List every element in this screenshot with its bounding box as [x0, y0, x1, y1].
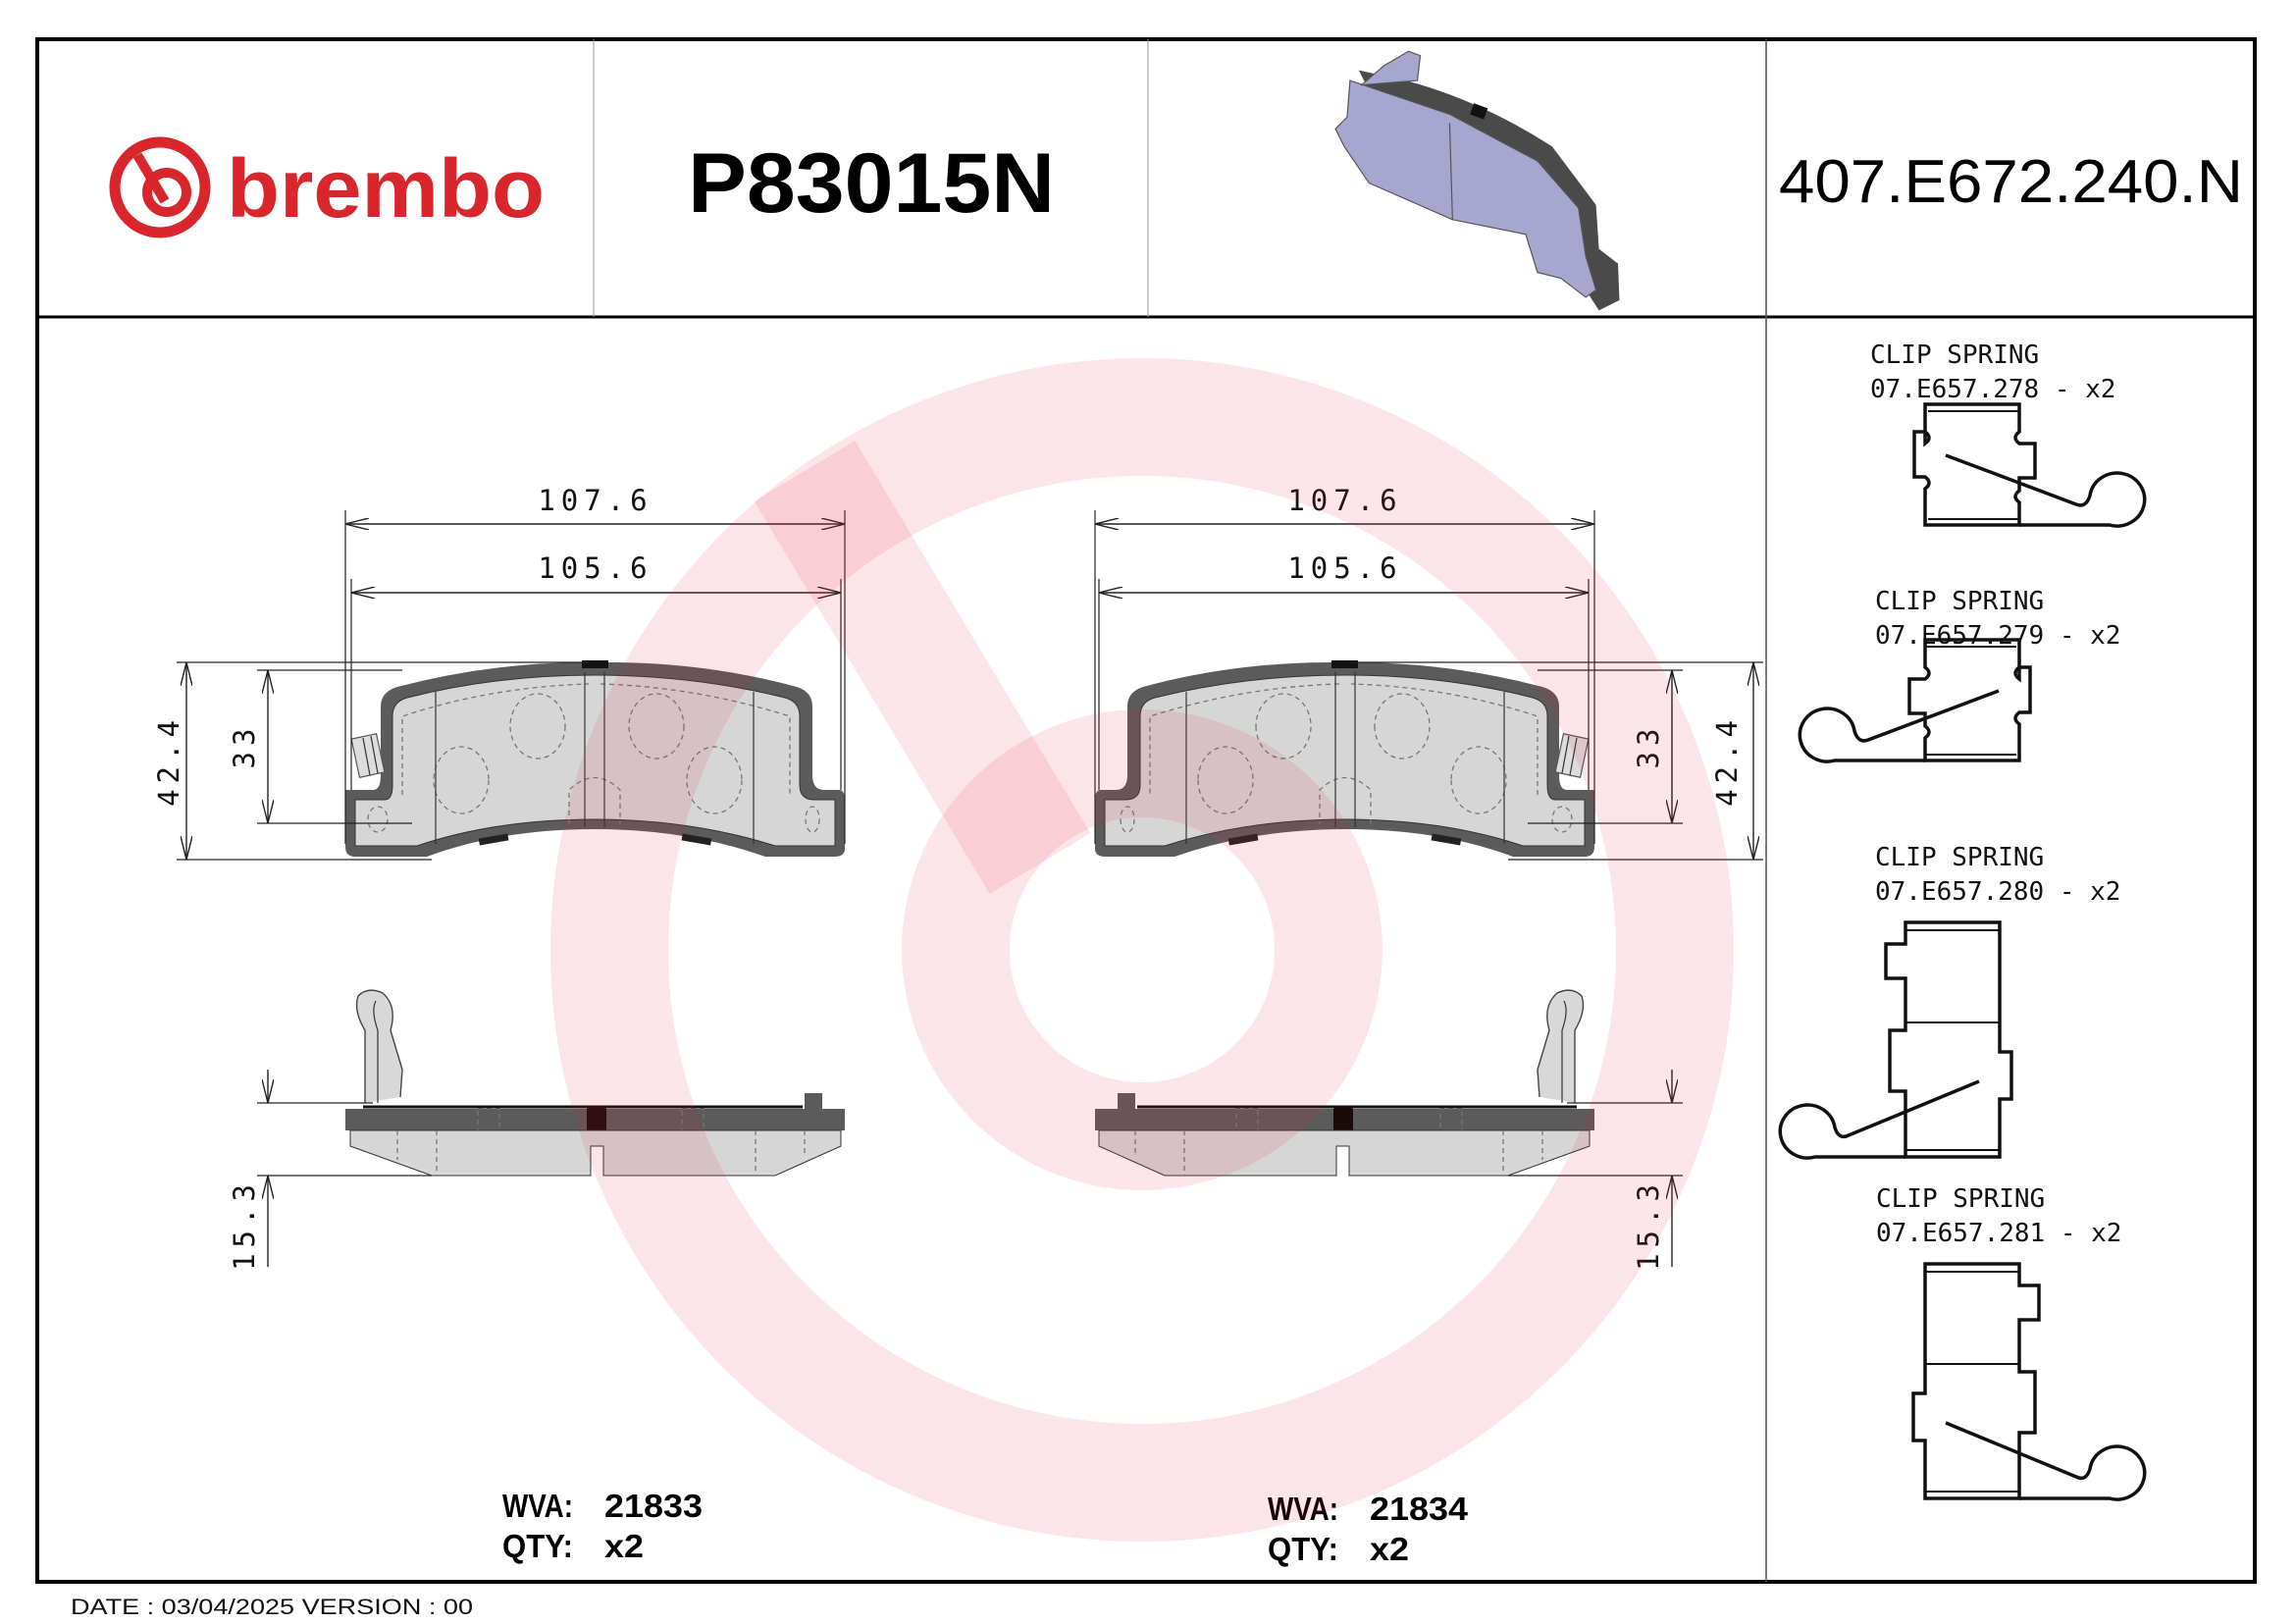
right-wva-value: 21834: [1370, 1491, 1469, 1527]
accessory-list: CLIP SPRING 07.E657.278 - x2 CLIP SPRING…: [1778, 341, 2147, 1501]
reference-code: 407.E672.240.N: [1779, 148, 2243, 216]
left-wva-value: 21833: [604, 1488, 703, 1524]
accessory-name: CLIP SPRING: [1876, 1184, 2045, 1214]
pad-3d-preview: [1334, 50, 1620, 311]
right-height-friction-label: 33: [1632, 723, 1665, 769]
left-width-outer-label: 107.6: [538, 484, 652, 517]
clip-spring-281-drawing: [1911, 1262, 2147, 1501]
brembo-logo: brembo: [109, 136, 545, 238]
right-width-inner-label: 105.6: [1287, 551, 1402, 585]
accessory-code: 07.E657.280 - x2: [1875, 877, 2120, 907]
left-width-inner-label: 105.6: [538, 551, 652, 585]
right-qty-label: QTY:: [1268, 1531, 1338, 1567]
part-number: P83015N: [688, 136, 1055, 231]
left-qty-label: QTY:: [502, 1528, 573, 1564]
left-wva-label: WVA:: [502, 1488, 573, 1524]
left-height-total-label: 42.4: [152, 714, 185, 807]
right-thickness-label: 15.3: [1632, 1179, 1665, 1271]
right-height-total-label: 42.4: [1710, 714, 1744, 807]
right-width-outer-label: 107.6: [1287, 484, 1402, 517]
right-pad-drawing: [1093, 510, 1763, 1267]
right-wva-label: WVA:: [1268, 1491, 1338, 1527]
left-pad-drawing: [177, 510, 847, 1267]
accessory-name: CLIP SPRING: [1875, 587, 2044, 616]
left-height-friction-label: 33: [228, 723, 261, 769]
accessory-name: CLIP SPRING: [1870, 341, 2039, 370]
left-thickness-label: 15.3: [228, 1179, 261, 1271]
left-qty-value: x2: [604, 1528, 644, 1564]
clip-spring-279-drawing: [1798, 638, 2032, 763]
accessory-name: CLIP SPRING: [1875, 843, 2044, 872]
brand-name: brembo: [227, 142, 545, 235]
clip-spring-280-drawing: [1778, 920, 2013, 1160]
accessory-code: 07.E657.278 - x2: [1870, 375, 2115, 404]
brembo-watermark: [550, 358, 1734, 1542]
accessory-code: 07.E657.281 - x2: [1876, 1219, 2121, 1248]
page-frame: [35, 37, 2257, 1584]
date-version: DATE : 03/04/2025 VERSION : 00: [71, 1595, 473, 1619]
clip-spring-278-drawing: [1912, 402, 2147, 528]
right-qty-value: x2: [1370, 1531, 1409, 1567]
